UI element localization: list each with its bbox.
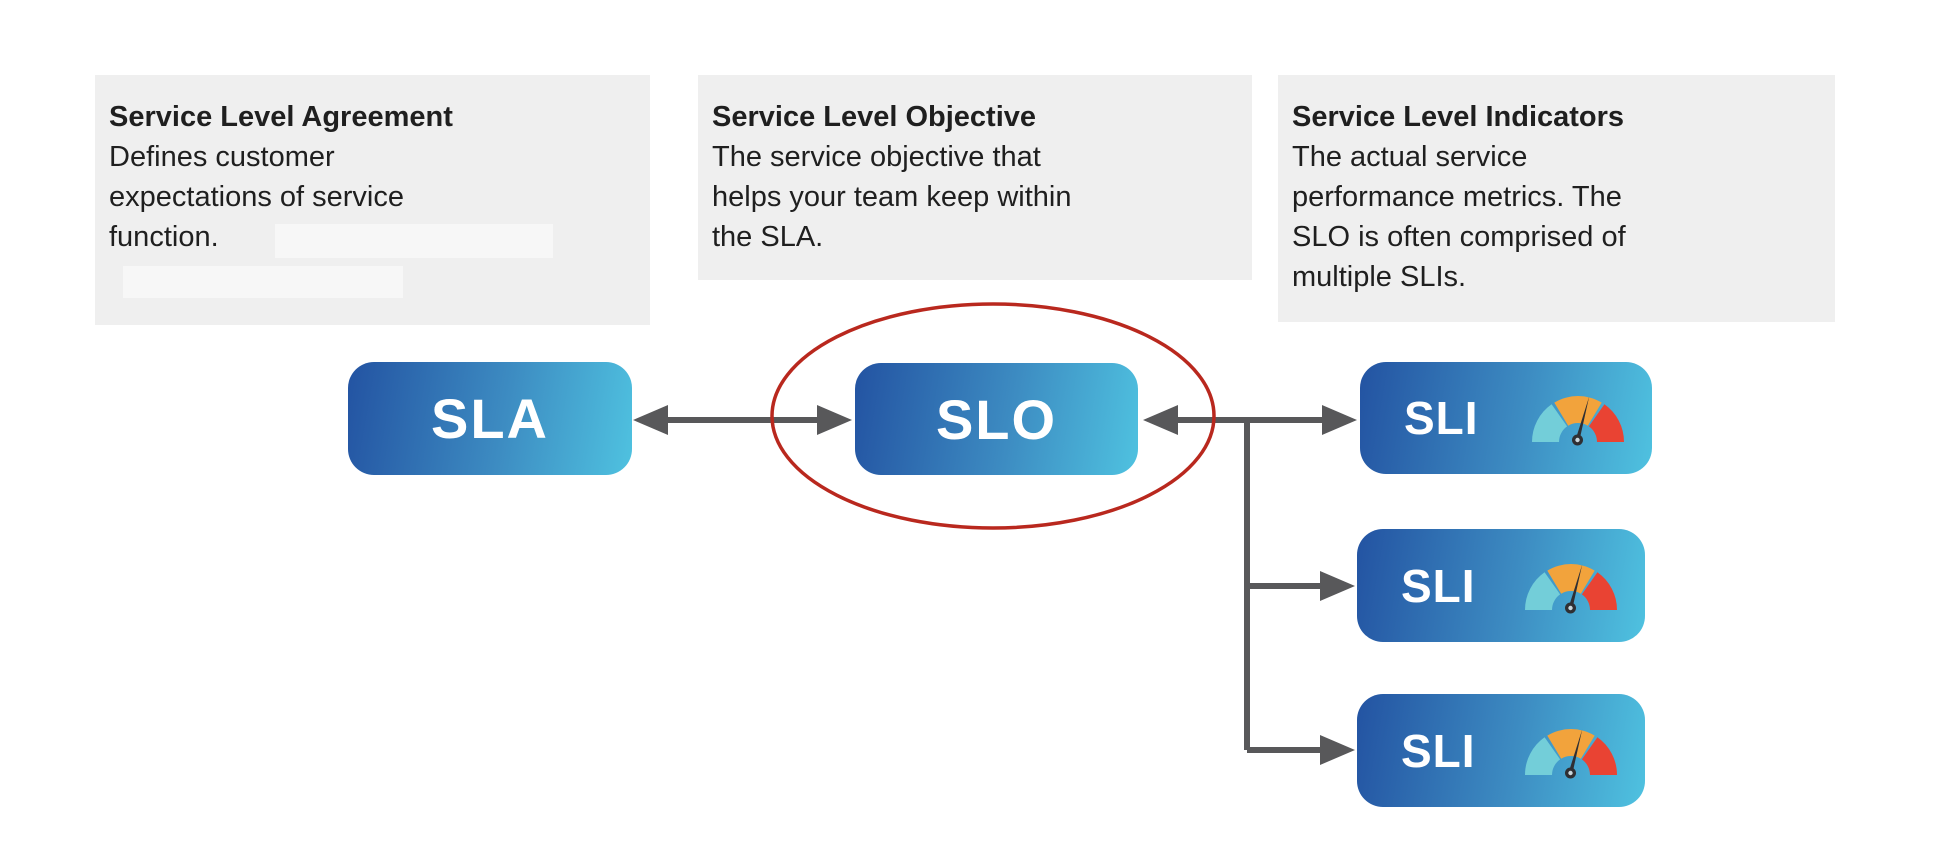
gauge-icon (1525, 563, 1617, 613)
node-slo: SLO (855, 363, 1138, 475)
node-slo-label: SLO (935, 387, 1058, 451)
desc-title-slo: Service Level Objective (712, 101, 1037, 133)
desc-line: Defines customer (109, 141, 335, 173)
double-arrow-sla-slo (633, 405, 852, 435)
desc-line: helps your team keep within (712, 181, 1072, 213)
redacted-area (123, 266, 403, 298)
double-arrow-slo-sli (1143, 405, 1357, 435)
desc-line: expectations of service (109, 181, 404, 213)
desc-line: SLO is often comprised of (1292, 221, 1626, 253)
node-sli-label: SLI (1401, 559, 1476, 612)
desc-line: multiple SLIs. (1292, 261, 1467, 293)
redacted-area (275, 224, 553, 258)
node-sla-label: SLA (431, 387, 549, 450)
node-sla: SLA (348, 362, 632, 475)
desc-title-sli: Service Level Indicators (1292, 101, 1625, 133)
node-sli-1: SLI (1360, 362, 1652, 474)
desc-title-sla: Service Level Agreement (109, 101, 453, 133)
desc-box-sli: Service Level Indicators The actual serv… (1278, 75, 1835, 322)
branch-arrow-sli2 (1247, 571, 1355, 601)
desc-line: function. (109, 221, 219, 253)
gauge-icon (1532, 396, 1624, 446)
gauge-icon (1525, 728, 1617, 778)
branch-arrow-sli3 (1247, 735, 1355, 765)
desc-line: The actual service (1292, 141, 1528, 173)
desc-line: the SLA. (712, 221, 824, 253)
desc-line: performance metrics. The (1292, 181, 1622, 213)
desc-box-sla: Service Level Agreement Defines customer… (95, 75, 650, 325)
node-sli-label: SLI (1401, 724, 1476, 777)
node-sli-label: SLI (1404, 392, 1479, 444)
desc-line: The service objective that (712, 141, 1041, 173)
node-sli-2: SLI (1357, 529, 1645, 642)
desc-box-slo: Service Level Objective The service obje… (698, 75, 1252, 280)
node-sli-3: SLI (1357, 694, 1645, 807)
